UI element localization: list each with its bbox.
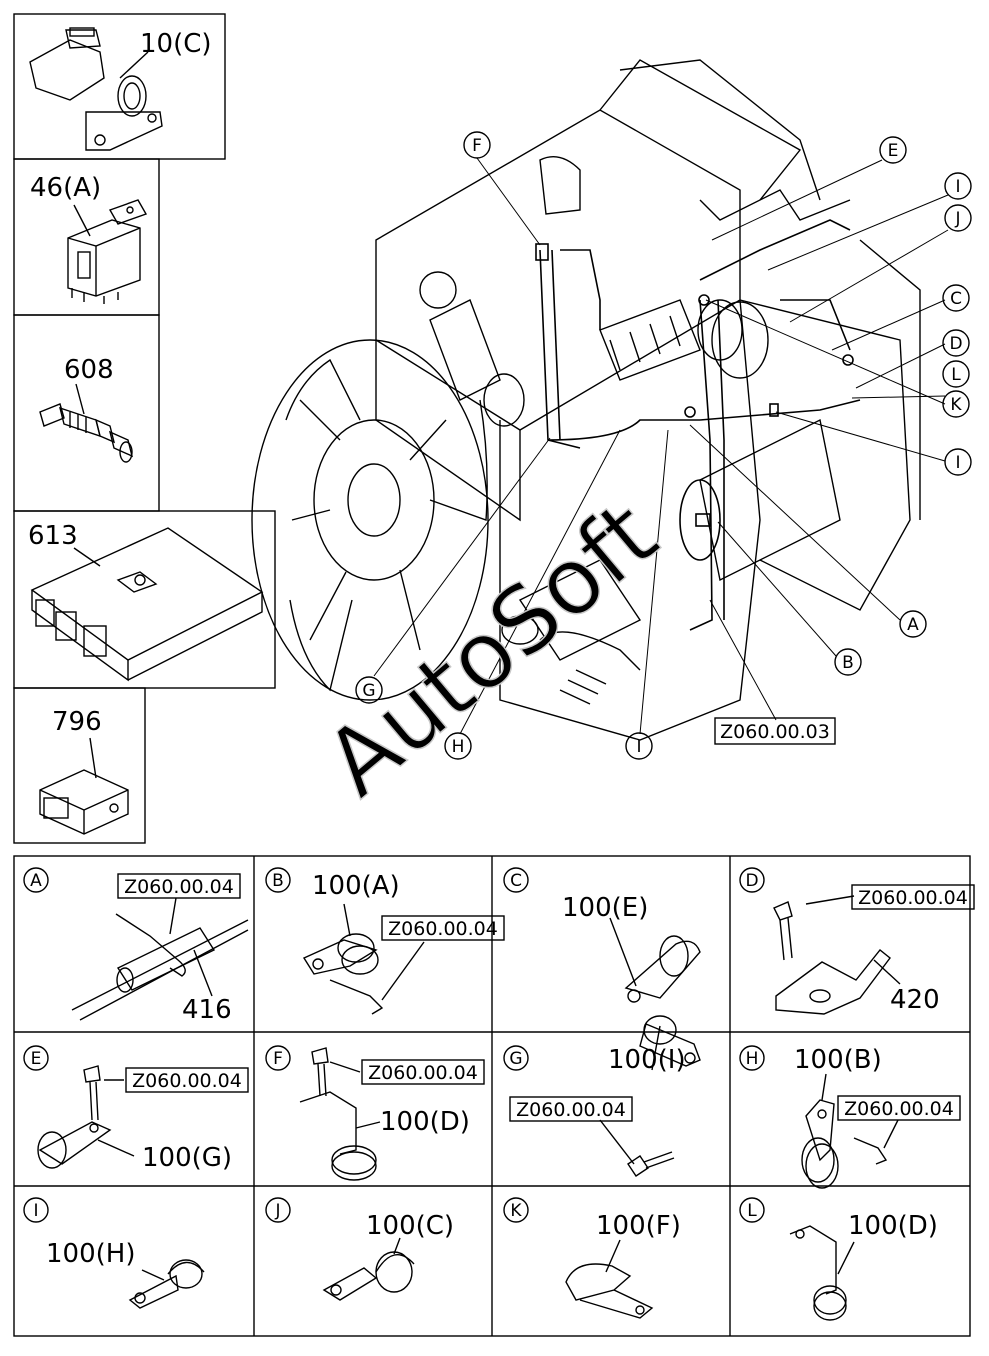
callout-circle-l	[942, 360, 970, 388]
detail-ref-d: Z060.00.04	[858, 887, 968, 909]
detail-c-drawing	[609, 917, 701, 1003]
callout-a: A	[907, 615, 919, 635]
detail-j-drawing	[322, 1237, 415, 1301]
part-796-drawing	[39, 737, 129, 835]
detail-l-drawing	[789, 1225, 855, 1321]
main-ref-box	[714, 717, 836, 745]
detail-part-j: 100(C)	[366, 1211, 454, 1241]
callout-circle-j	[944, 204, 972, 232]
detail-h-drawing	[801, 1073, 899, 1189]
callout-l: L	[951, 365, 961, 385]
detail-key-j: J	[274, 1201, 280, 1221]
detail-ref-e: Z060.00.04	[132, 1070, 242, 1092]
detail-g-drawing	[599, 1015, 701, 1177]
part-613-label: 613	[28, 521, 78, 551]
detail-part-c: 100(E)	[562, 893, 648, 923]
engine-illustration	[251, 59, 921, 741]
callout-g: G	[362, 681, 375, 701]
main-leader-lines	[373, 157, 949, 735]
callout-i: I	[955, 177, 960, 197]
main-callouts	[355, 131, 972, 760]
callout-circle-i2	[944, 448, 972, 476]
detail-key-h: H	[746, 1049, 759, 1069]
detail-key-d: D	[745, 871, 758, 891]
detail-key-l: L	[747, 1201, 757, 1221]
detail-a-drawing	[71, 897, 249, 1021]
detail-d-drawing	[773, 895, 901, 1015]
detail-ref-boxes	[117, 873, 975, 1122]
inset-panels: 10(C) 46(A) 608	[13, 13, 276, 844]
cooling-fan	[251, 339, 489, 701]
main-ref-label: Z060.00.03	[720, 721, 830, 743]
detail-part-h: 100(B)	[794, 1045, 882, 1075]
inset-frame-608	[13, 314, 160, 512]
detail-ref-a: Z060.00.04	[124, 876, 234, 898]
detail-part-e: 100(G)	[142, 1143, 232, 1173]
callout-circle-b	[834, 648, 862, 676]
detail-b-drawing	[302, 903, 425, 1015]
detail-part-l: 100(D)	[848, 1211, 938, 1241]
callout-circle-i	[944, 172, 972, 200]
part-608-label: 608	[64, 355, 114, 385]
detail-i-drawing	[128, 1259, 205, 1309]
detail-ref-h: Z060.00.04	[844, 1098, 954, 1120]
detail-key-g: G	[509, 1049, 522, 1069]
detail-key-circles	[23, 867, 765, 1223]
detail-ref-b: Z060.00.04	[388, 918, 498, 940]
callout-circle-i3	[625, 732, 653, 760]
detail-part-a: 416	[182, 995, 232, 1025]
detail-key-a: A	[30, 871, 42, 891]
callout-circle-d	[942, 329, 970, 357]
callout-i3: I	[636, 737, 641, 757]
callout-circle-h	[444, 732, 472, 760]
callout-d: D	[949, 334, 962, 354]
part-10c-label: 10(C)	[140, 29, 212, 59]
callout-f: F	[472, 136, 482, 156]
part-608-drawing	[39, 383, 134, 463]
detail-part-b: 100(A)	[312, 871, 400, 901]
callout-j: J	[954, 209, 960, 229]
detail-grid	[13, 855, 971, 1337]
detail-part-f: 100(D)	[380, 1107, 470, 1137]
callout-circle-e	[879, 136, 907, 164]
detail-key-b: B	[272, 871, 284, 891]
part-796-label: 796	[52, 707, 102, 737]
callout-circle-a	[899, 610, 927, 638]
detail-key-e: E	[31, 1049, 42, 1069]
part-10c-drawing	[29, 27, 163, 151]
callout-h: H	[452, 737, 465, 757]
detail-ref-f: Z060.00.04	[368, 1062, 478, 1084]
detail-ref-g: Z060.00.04	[516, 1099, 626, 1121]
inset-frame-796	[13, 687, 146, 844]
detail-f-drawing	[299, 1047, 381, 1181]
callout-b: B	[842, 653, 854, 673]
callout-circle-f	[463, 131, 491, 159]
detail-k-drawing	[565, 1239, 654, 1319]
part-46a-drawing	[67, 199, 148, 304]
detail-e-drawing	[37, 1065, 135, 1169]
callout-circle-c	[942, 284, 970, 312]
callout-e: E	[888, 141, 899, 161]
detail-part-k: 100(F)	[596, 1211, 681, 1241]
callout-circle-k	[942, 390, 970, 418]
callout-c: C	[950, 289, 962, 309]
callout-i2: I	[955, 453, 960, 473]
detail-part-i: 100(H)	[46, 1239, 135, 1269]
detail-part-d: 420	[890, 985, 940, 1015]
detail-key-c: C	[510, 871, 522, 891]
detail-key-f: F	[273, 1049, 283, 1069]
callout-k: K	[950, 395, 962, 415]
detail-key-i: I	[33, 1201, 38, 1221]
part-46a-label: 46(A)	[30, 173, 101, 203]
detail-key-k: K	[510, 1201, 522, 1221]
callout-circle-g	[355, 676, 383, 704]
engine-block	[375, 59, 921, 741]
